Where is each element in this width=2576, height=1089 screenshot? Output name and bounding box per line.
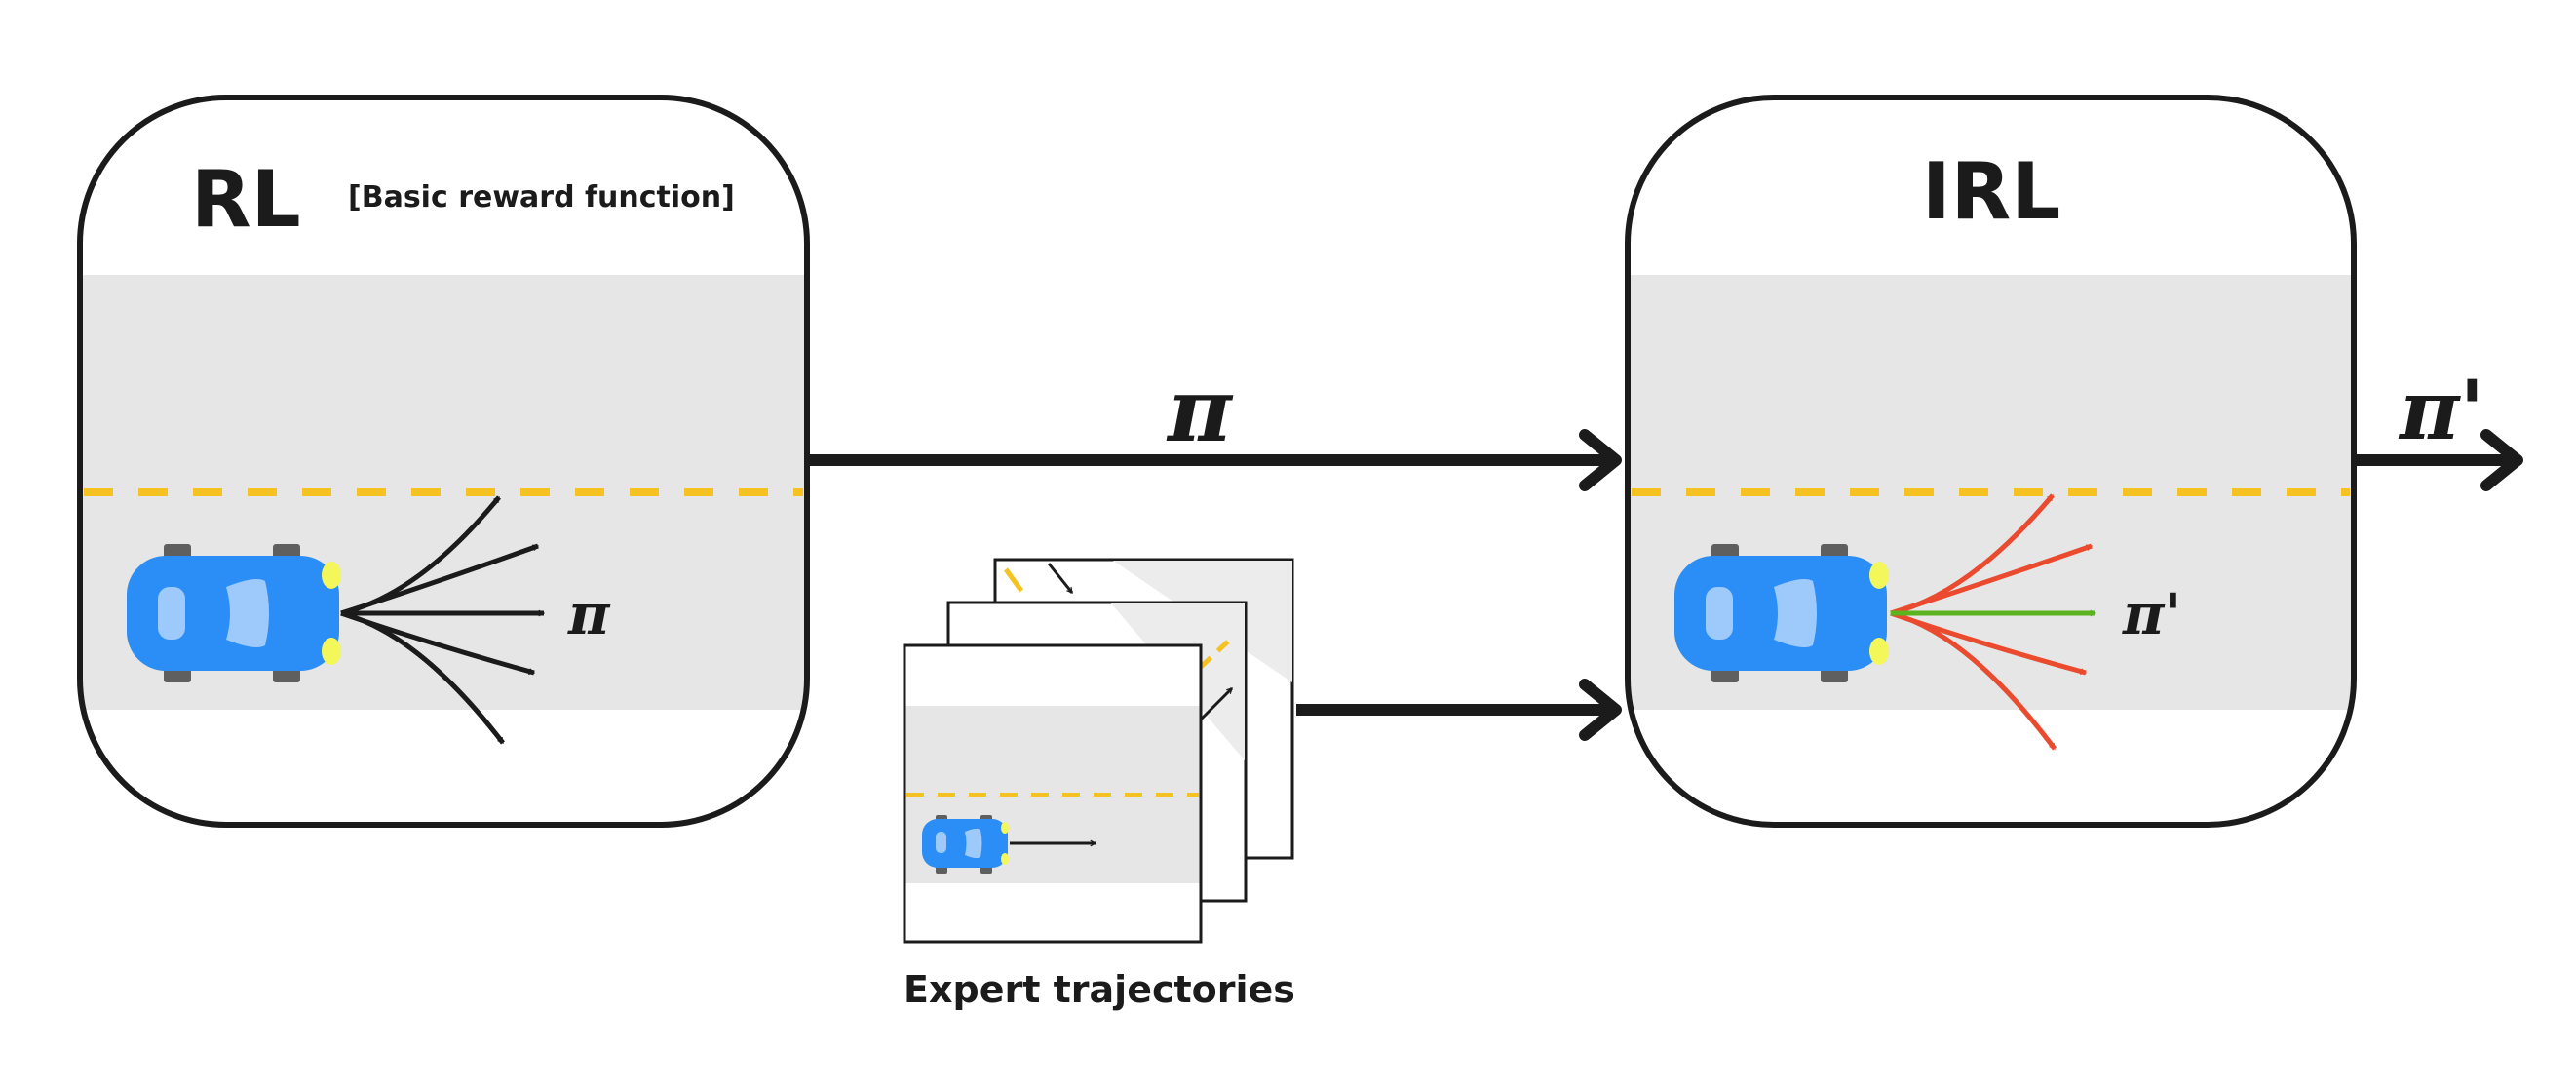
expert-car-icon	[922, 815, 1009, 874]
output-arrow	[2357, 429, 2523, 491]
irl-trajectory-fan	[1890, 493, 2095, 751]
rl-trajectory-fan	[340, 495, 544, 745]
policy-arrow-label: π	[1166, 359, 1234, 462]
rl-policy-label: π	[567, 581, 611, 647]
irl-policy-label: π'	[2122, 581, 2181, 647]
irl-rejected-arrow	[1890, 543, 2092, 616]
output-policy-label: π'	[2398, 362, 2484, 458]
rl-subtitle: [Basic reward function]	[348, 180, 735, 214]
rl-panel: RL [Basic reward function] π	[77, 95, 810, 828]
rl-trajectory-arrow	[340, 610, 505, 745]
trajectory-card-front	[903, 643, 1203, 944]
rl-trajectory-arrow	[340, 543, 538, 616]
irl-panel: IRL π'	[1625, 95, 2357, 828]
irl-rejected-arrow	[1890, 610, 2057, 751]
rl-panel-border	[77, 95, 810, 828]
policy-arrow	[809, 429, 1622, 491]
expert-arrow	[1296, 679, 1622, 741]
expert-caption: Expert trajectories	[904, 968, 1295, 1011]
rl-title: RL	[191, 154, 301, 245]
rl-car-icon	[127, 544, 341, 682]
expert-trajectories: Expert trajectories	[903, 558, 1295, 1011]
irl-title: IRL	[1922, 146, 2060, 237]
irl-car-icon	[1674, 544, 1889, 682]
irl-panel-border	[1625, 95, 2357, 828]
